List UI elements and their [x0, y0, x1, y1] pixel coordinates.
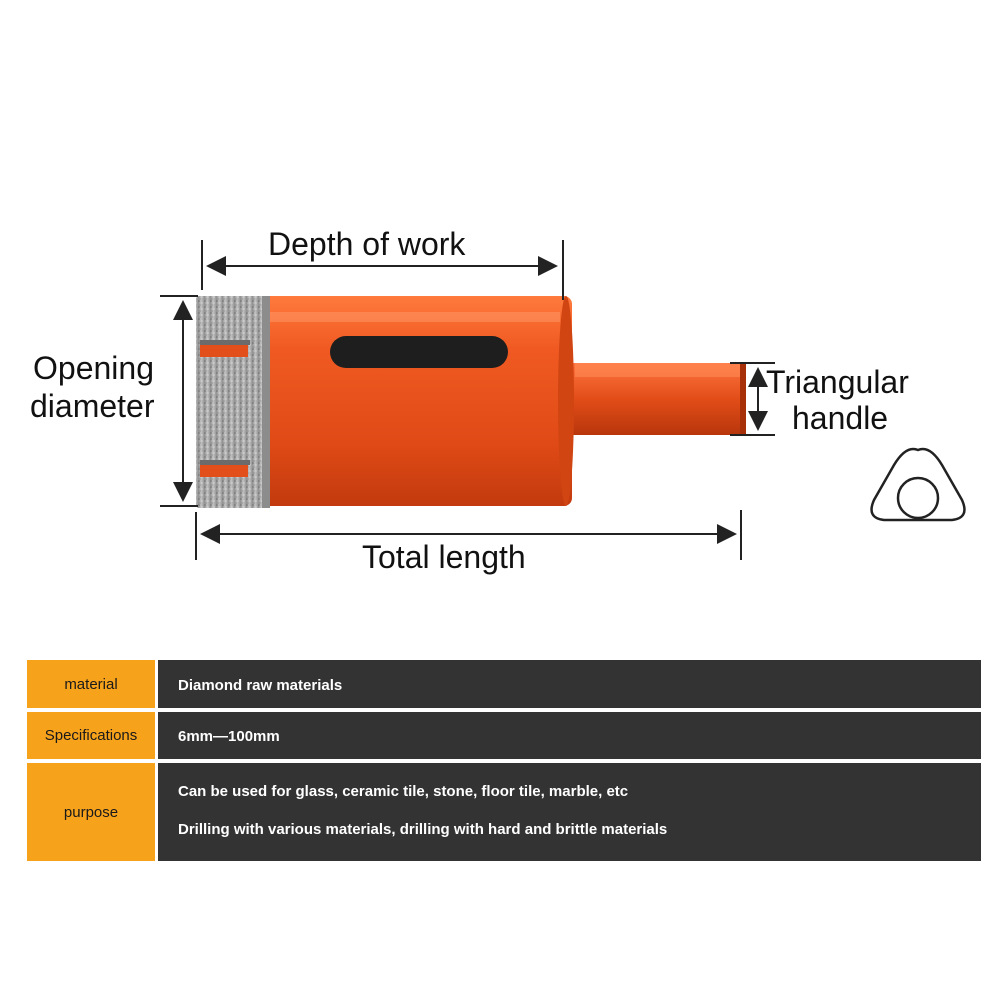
depth-of-work-dimension: [201, 240, 564, 300]
depth-of-work-label: Depth of work: [268, 226, 466, 262]
spec-row-material: material Diamond raw materials: [27, 660, 981, 708]
spec-value-line: Drilling with various materials, drillin…: [178, 821, 668, 838]
spec-value-line: Diamond raw materials: [178, 677, 343, 694]
triangular-handle-dimension: [730, 362, 775, 436]
spec-key-material: material: [27, 660, 155, 708]
spec-value-specifications: 6mm—100mm: [158, 712, 981, 759]
shank: [560, 363, 746, 435]
triangular-handle-label-line2: handle: [792, 400, 889, 436]
drill-bit-diagram: [160, 240, 966, 560]
diamond-segment-head: [196, 296, 270, 508]
spec-value-purpose: Can be used for glass, ceramic tile, sto…: [158, 763, 981, 861]
triangular-shank-cross-section-icon: [870, 447, 966, 522]
spec-row-purpose: purpose Can be used for glass, ceramic t…: [27, 763, 981, 861]
spec-row-specifications: Specifications 6mm—100mm: [27, 712, 981, 759]
chip-slot: [330, 336, 508, 368]
opening-diameter-dimension: [160, 295, 198, 507]
opening-diameter-label-line1: Opening: [33, 350, 154, 386]
spec-value-line: Can be used for glass, ceramic tile, sto…: [178, 783, 629, 800]
triangular-handle-label-line1: Triangular: [766, 364, 909, 400]
total-length-dimension: [195, 510, 742, 560]
spec-key-specifications: Specifications: [27, 712, 155, 759]
bit-body: [262, 296, 574, 506]
spec-value-line: 6mm—100mm: [178, 728, 280, 745]
opening-diameter-label-line2: diameter: [30, 388, 155, 424]
spec-value-material: Diamond raw materials: [158, 660, 981, 708]
spec-key-purpose: purpose: [27, 763, 155, 861]
total-length-label: Total length: [362, 539, 526, 575]
